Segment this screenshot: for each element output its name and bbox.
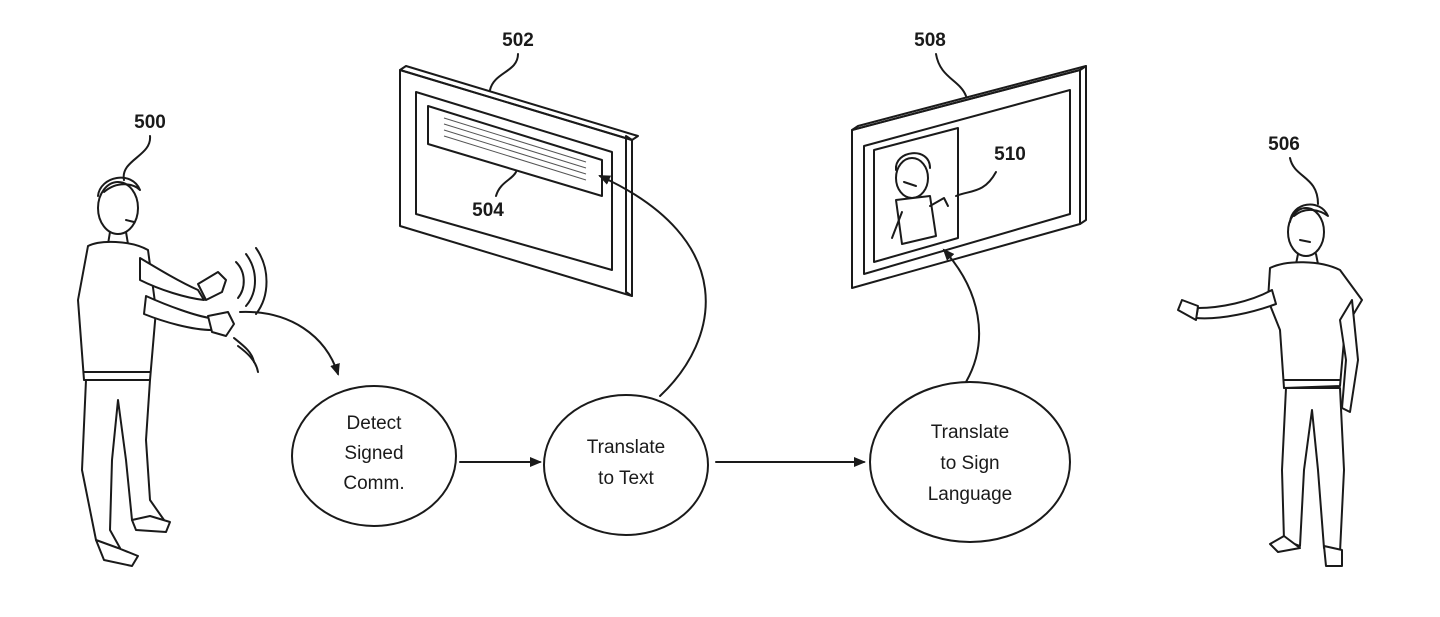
arrow-sign-to-display	[942, 248, 981, 383]
hearing-person	[1177, 203, 1363, 567]
ref-502: 502	[502, 30, 534, 51]
node-detect-line-2: Signed	[344, 443, 403, 464]
node-to-sign-line-3: Language	[928, 484, 1013, 505]
leader-510	[955, 171, 997, 197]
sign-display-monitor	[851, 65, 1087, 289]
arrow-text-to-display	[598, 175, 707, 397]
leader-508	[935, 53, 967, 97]
ref-504: 504	[472, 200, 504, 221]
node-detect-line-1: Detect	[347, 413, 403, 434]
node-to-sign-line-1: Translate	[931, 422, 1010, 443]
node-to-text-line-2: to Text	[598, 468, 654, 489]
node-to-text: Translate to Text	[543, 394, 709, 536]
ref-508: 508	[914, 30, 946, 51]
node-to-sign: Translate to Sign Language	[869, 381, 1071, 543]
ref-506: 506	[1268, 134, 1300, 155]
leader-504	[495, 171, 517, 197]
sign-avatar	[891, 152, 949, 245]
ref-500: 500	[134, 112, 166, 133]
node-detect: Detect Signed Comm.	[291, 385, 457, 527]
node-to-text-line-1: Translate	[587, 437, 666, 458]
text-output-box	[427, 105, 603, 197]
leader-506	[1289, 157, 1319, 205]
signer-person	[77, 176, 268, 567]
node-detect-line-3: Comm.	[343, 473, 404, 494]
arrow-hands-to-detect	[239, 310, 340, 376]
ref-510: 510	[994, 144, 1026, 165]
node-to-sign-line-2: to Sign	[940, 453, 999, 474]
leader-500	[122, 135, 152, 181]
text-display-monitor	[399, 65, 639, 297]
leader-502	[489, 53, 519, 91]
